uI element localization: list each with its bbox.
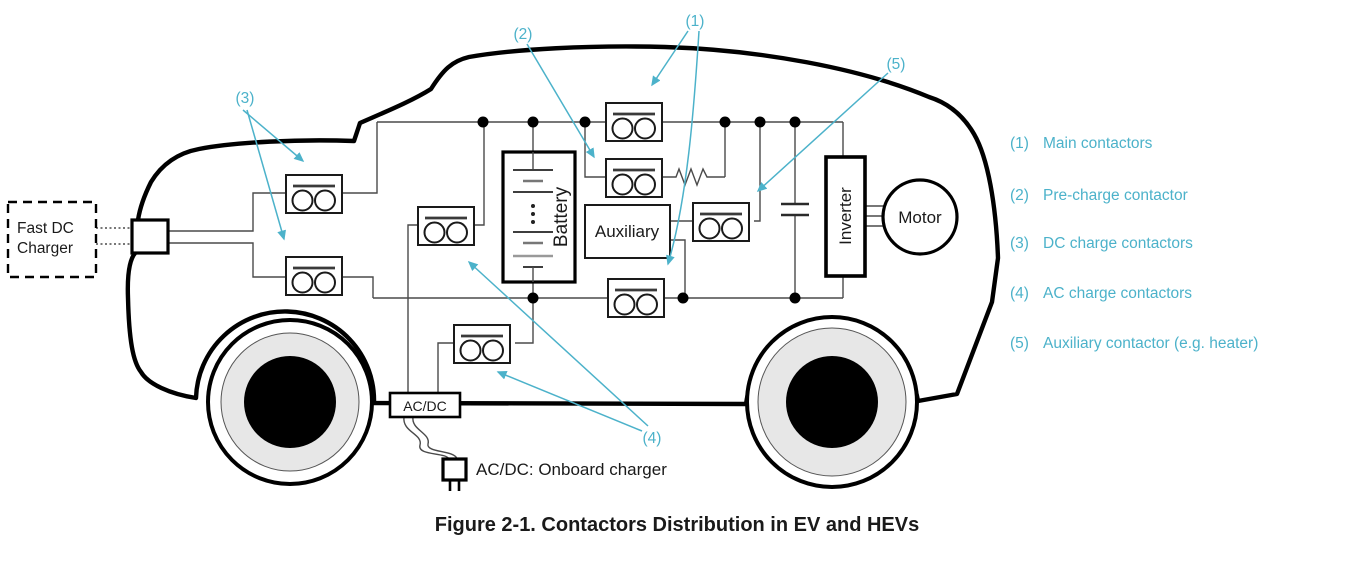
contactor-main-bottom xyxy=(606,277,666,319)
callout-3: (3) xyxy=(236,90,255,107)
legend-item-1-text: Main contactors xyxy=(1043,135,1153,152)
inverter-box xyxy=(824,155,867,278)
auxiliary-label: Auxiliary xyxy=(595,222,660,241)
fast-dc-charger-label-line2: Charger xyxy=(17,240,73,257)
contactor-dc-charge-top xyxy=(284,173,344,215)
charger-cable xyxy=(403,416,458,460)
inverter-label: Inverter xyxy=(836,187,855,245)
contactor-auxiliary xyxy=(691,201,751,243)
legend: (1) Main contactors (2) Pre-charge conta… xyxy=(1010,135,1258,352)
wall-plug xyxy=(441,457,468,491)
legend-item-2-text: Pre-charge contactor xyxy=(1043,187,1188,204)
front-wheel xyxy=(206,318,374,486)
contactor-main-top xyxy=(604,101,664,143)
contactor-ac-charge-lower xyxy=(452,323,512,365)
legend-item-5-num: (5) xyxy=(1010,335,1029,352)
contactor-dc-charge-bottom xyxy=(284,255,344,297)
fast-dc-charger-box xyxy=(6,200,98,279)
figure-caption: Figure 2-1. Contactors Distribution in E… xyxy=(435,514,920,536)
battery xyxy=(501,150,577,284)
contactor-precharge xyxy=(604,157,664,199)
legend-item-3-num: (3) xyxy=(1010,235,1029,252)
fast-dc-charger-label-line1: Fast DC xyxy=(17,220,74,237)
auxiliary-box xyxy=(584,204,671,259)
callout-arrows xyxy=(242,30,889,432)
legend-item-3-text: DC charge contactors xyxy=(1043,235,1193,252)
legend-item-5-text: Auxiliary contactor (e.g. heater) xyxy=(1043,335,1258,352)
callout-5: (5) xyxy=(887,56,906,73)
onboard-charger-box xyxy=(388,391,462,419)
junction-dots xyxy=(477,116,801,304)
legend-item-2-num: (2) xyxy=(1010,187,1029,204)
legend-item-4-text: AC charge contactors xyxy=(1043,285,1192,302)
callout-1: (1) xyxy=(686,13,705,30)
callout-2: (2) xyxy=(514,26,533,43)
contactor-ac-charge-upper xyxy=(416,205,476,247)
motor-circle xyxy=(881,178,959,256)
callout-4: (4) xyxy=(643,430,662,447)
battery-label: Battery xyxy=(551,186,572,247)
car-body-outline xyxy=(125,44,1001,407)
legend-item-4-num: (4) xyxy=(1010,285,1029,302)
rear-wheel xyxy=(745,315,919,489)
motor-label: Motor xyxy=(898,208,942,227)
legend-item-1-num: (1) xyxy=(1010,135,1029,152)
onboard-charger-label: AC/DC xyxy=(403,398,447,414)
onboard-charger-note: AC/DC: Onboard charger xyxy=(476,460,667,479)
charge-port xyxy=(130,218,170,255)
